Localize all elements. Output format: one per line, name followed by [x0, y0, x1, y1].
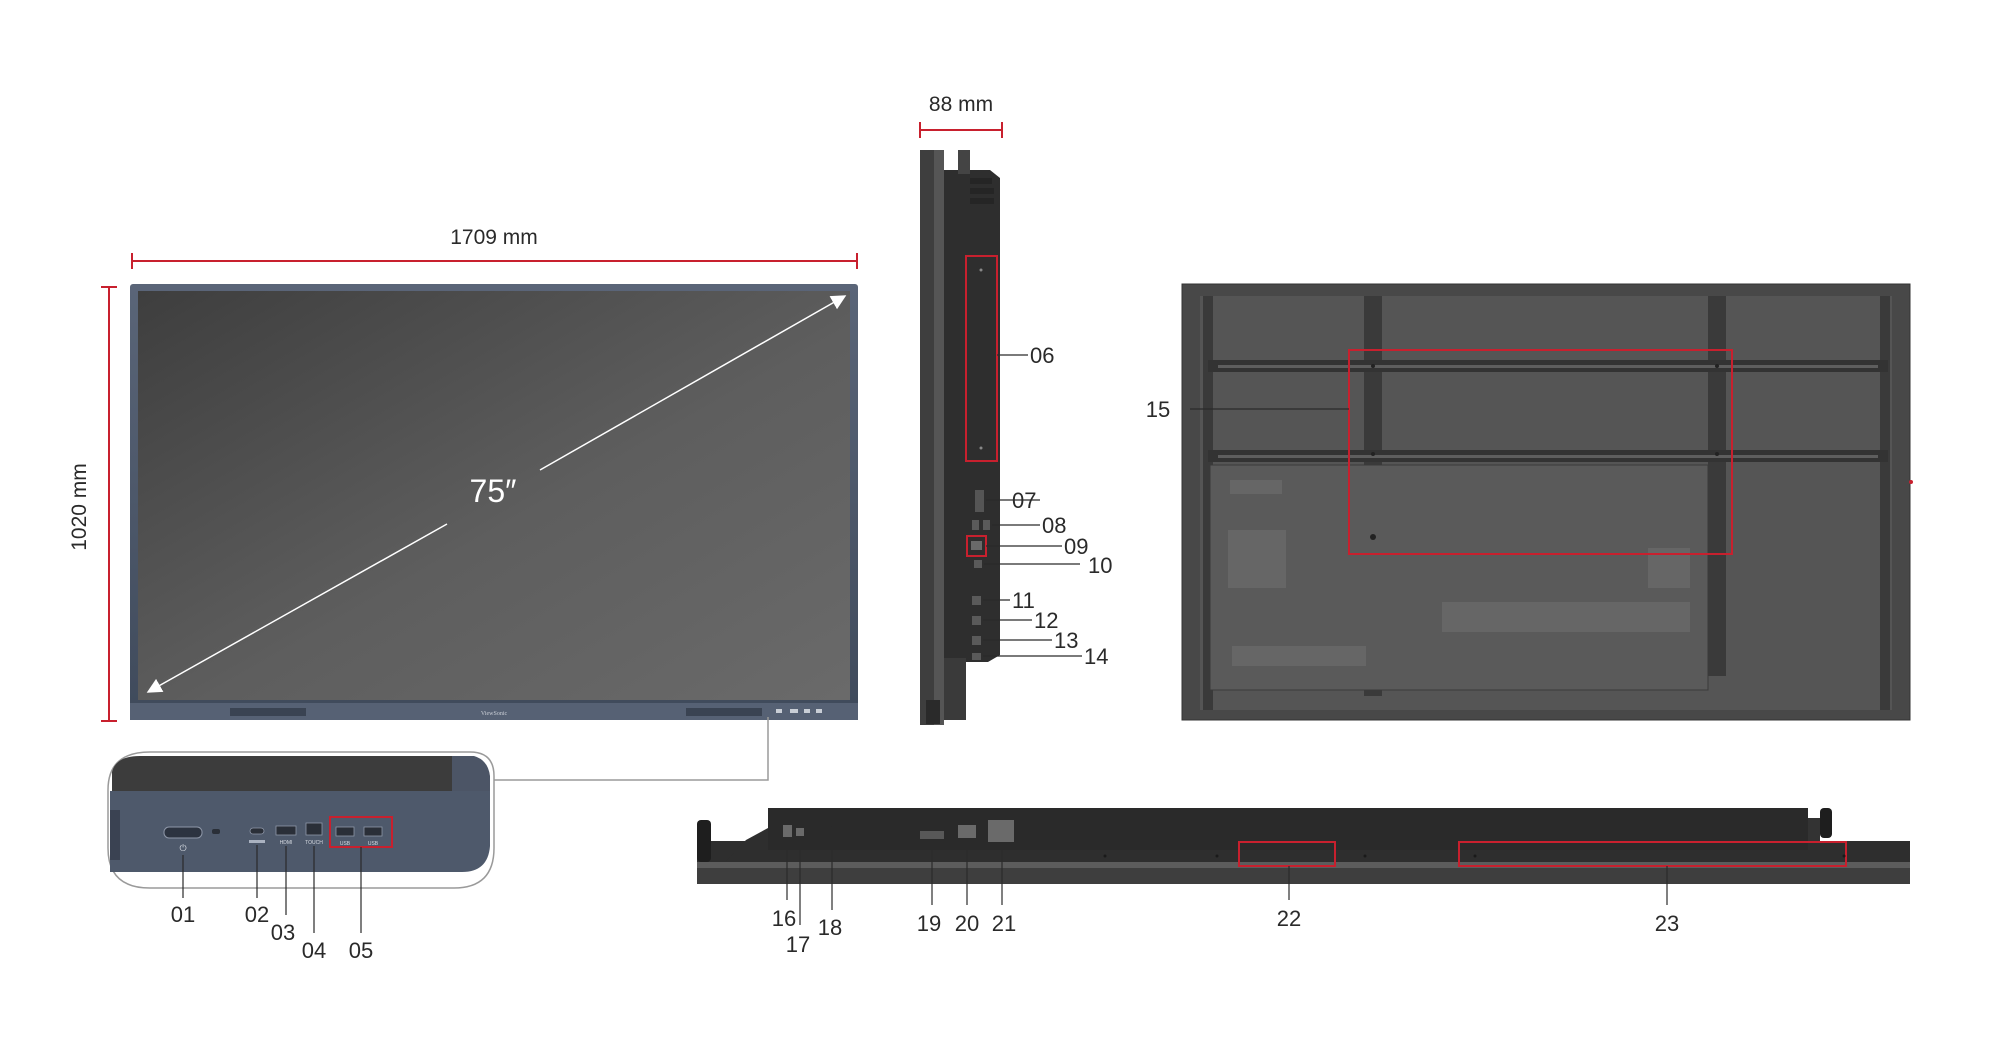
callout-18: 18 — [818, 915, 842, 940]
left-speaker-grille — [230, 708, 306, 716]
zoom-leader-line — [492, 717, 769, 781]
slot-highlight — [965, 255, 998, 462]
callout-10: 10 — [1088, 553, 1112, 578]
callout-14: 14 — [1084, 644, 1108, 669]
svg-text:USB: USB — [340, 841, 351, 847]
usb-c-port — [249, 827, 265, 835]
rs232-port — [975, 490, 984, 512]
hdmi-in-port-1 — [972, 596, 981, 605]
callout-17: 17 — [786, 932, 810, 957]
rs232-port-bottom — [920, 831, 944, 839]
usb-port-side-2 — [983, 520, 990, 530]
hdmi-in-port-3 — [972, 636, 981, 645]
height-label: 1020 mm — [68, 463, 91, 551]
bottom-panel — [768, 808, 1808, 850]
bottom-slot-highlight — [1458, 841, 1847, 867]
ac-inlet — [988, 820, 1014, 842]
diagonal-arrow-upper — [539, 295, 847, 471]
width-label: 1709 mm — [450, 226, 538, 249]
diagonal-label: 75″ — [470, 473, 517, 509]
light-sensor — [212, 829, 220, 834]
hdmi-in-port-2 — [972, 616, 981, 625]
right-speaker-grille — [686, 708, 762, 716]
audio-port — [974, 560, 982, 568]
usb-port-bottom — [783, 825, 792, 837]
usb-port-side-1 — [972, 520, 979, 530]
callout-21: 21 — [992, 911, 1016, 936]
brand-logo: ViewSonic — [481, 711, 508, 717]
power-switch — [958, 825, 976, 838]
callout-03: 03 — [271, 920, 295, 945]
hdmi-out-port — [972, 653, 981, 660]
callout-13: 13 — [1054, 628, 1078, 653]
lan-port — [971, 541, 982, 550]
callout-12: 12 — [1034, 608, 1058, 633]
bottom-speaker-highlight — [1238, 841, 1336, 867]
callout-07: 07 — [1012, 488, 1036, 513]
vesa-mount-highlight — [1348, 349, 1733, 555]
usb-a-port-1 — [335, 826, 355, 837]
callout-04: 04 — [302, 938, 326, 963]
front-view: 1709 mm 1020 mm ViewSonic 75″ — [68, 226, 858, 781]
usb-b-touch-port — [305, 822, 323, 836]
front-port-zoom: ⏻ HDMI TOUCH USB USB 01 02 03 04 05 — [107, 751, 495, 963]
callout-19: 19 — [917, 911, 941, 936]
callout-09: 09 — [1064, 534, 1088, 559]
touch-port-bottom — [796, 828, 804, 836]
callout-01: 01 — [171, 902, 195, 927]
power-button — [163, 826, 203, 839]
usb-a-port-2 — [363, 826, 383, 837]
callout-08: 08 — [1042, 513, 1066, 538]
callout-11: 11 — [1012, 588, 1035, 613]
bottom-view: 16 17 18 19 20 21 22 23 — [697, 808, 1910, 957]
callout-20: 20 — [955, 911, 979, 936]
svg-text:USB: USB — [368, 841, 379, 847]
front-screen — [138, 291, 850, 700]
svg-text:HDMI: HDMI — [280, 840, 293, 846]
callout-02: 02 — [245, 902, 269, 927]
callout-15: 15 — [1146, 397, 1170, 422]
callout-05: 05 — [349, 938, 373, 963]
hdmi-port — [275, 825, 297, 836]
callout-16: 16 — [772, 906, 796, 931]
diagonal-arrow-lower — [146, 523, 448, 693]
callout-22: 22 — [1277, 906, 1301, 931]
callout-23: 23 — [1655, 911, 1679, 936]
back-view: 15 — [1146, 283, 1913, 721]
side-view: 88 mm — [919, 93, 1112, 725]
callout-06: 06 — [1030, 343, 1054, 368]
svg-text:TOUCH: TOUCH — [305, 840, 323, 846]
power-icon: ⏻ — [179, 843, 186, 853]
depth-label: 88 mm — [929, 93, 993, 116]
